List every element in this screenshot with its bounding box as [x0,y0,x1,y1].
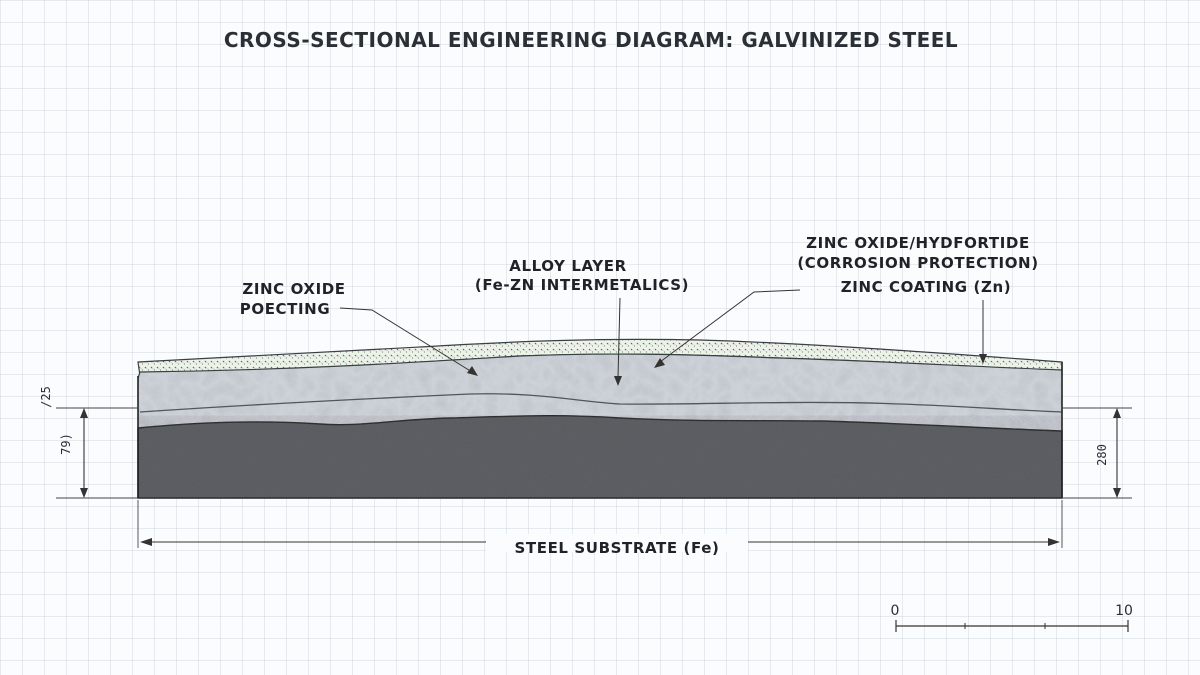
label-zinc-oxide-hydr-line1: ZINC OXIDE/HYDFORTIDE [806,234,1030,252]
leader-zinc-oxide-poecting [339,307,473,373]
dimension-right-main: 280 [1095,444,1109,466]
leader-zinc-oxide-hydr [659,289,801,363]
label-zinc-coating: ZINC COATING (Zn) [841,278,1011,296]
label-steel-substrate: STEEL SUBSTRATE (Fe) [515,539,720,557]
label-zinc-oxide-poecting-line2: POECTING [240,300,330,318]
scale-bar [895,620,1129,632]
dimension-left-top: /25 [39,386,53,408]
label-alloy-layer-line1: ALLOY LAYER [509,257,626,275]
dimension-left-main: 79) [59,433,73,455]
leader-alloy-layer [617,297,621,379]
scale-bar-end: 10 [1115,603,1133,619]
alloy-interface-line [139,393,1063,413]
label-alloy-layer-line2: (Fe-ZN INTERMETALICS) [475,276,689,294]
label-zinc-oxide-poecting-line1: ZINC OXIDE [242,280,345,298]
scale-bar-start: 0 [891,603,900,619]
diagram-title: CROSS-SECTIONAL ENGINEERING DIAGRAM: GAL… [223,28,959,52]
label-zinc-oxide-hydr-line2: (CORROSION PROTECTION) [797,254,1038,272]
